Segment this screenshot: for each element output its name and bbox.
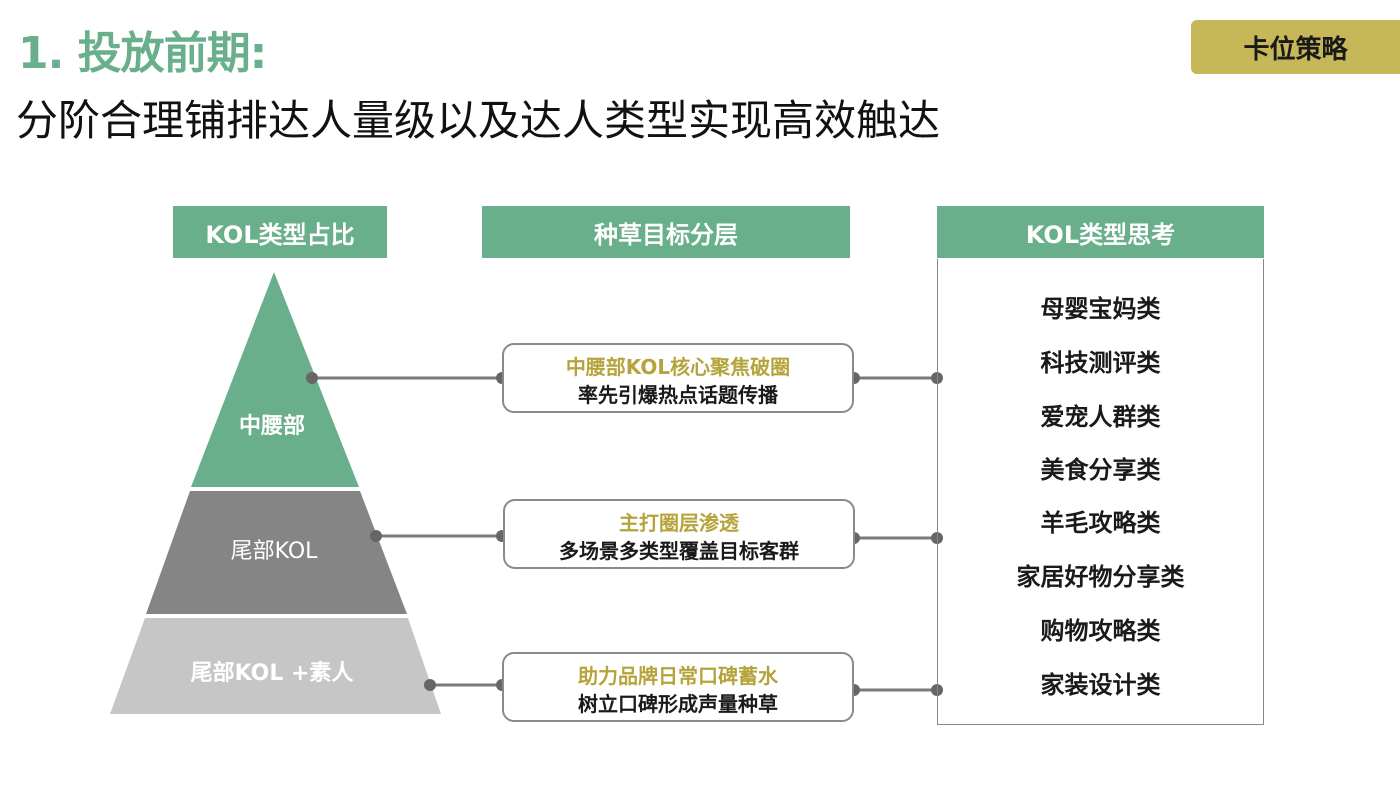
list-item: 羊毛攻略类 bbox=[1040, 509, 1161, 537]
connector-dot bbox=[306, 372, 318, 384]
list-item: 母婴宝妈类 bbox=[1040, 295, 1161, 323]
tier-label-bottom: 尾部KOL +素人 bbox=[190, 661, 354, 686]
kol-types-list: 母婴宝妈类 科技测评类 爱宠人群类 美食分享类 羊毛攻略类 家居好物分享类 购物… bbox=[937, 259, 1264, 725]
page-title: 1. 投放前期: bbox=[18, 28, 267, 79]
goal-subtitle: 率先引爆热点话题传播 bbox=[578, 383, 778, 407]
goal-box-2: 主打圈层渗透 多场景多类型覆盖目标客群 bbox=[503, 499, 855, 569]
goals-header: 种草目标分层 bbox=[482, 206, 850, 258]
connector-dot bbox=[370, 530, 382, 542]
tier-label-top: 中腰部 bbox=[238, 414, 305, 439]
strategy-badge: 卡位策略 bbox=[1191, 20, 1400, 74]
page-subtitle: 分阶合理铺排达人量级以及达人类型实现高效触达 bbox=[16, 96, 941, 145]
list-item: 爱宠人群类 bbox=[1040, 403, 1161, 431]
pyramid-tier-bottom bbox=[110, 618, 441, 714]
pyramid-tier-top bbox=[191, 272, 359, 487]
goal-subtitle: 多场景多类型覆盖目标客群 bbox=[559, 539, 799, 563]
goal-title: 助力品牌日常口碑蓄水 bbox=[578, 664, 778, 688]
connector-dot bbox=[424, 679, 436, 691]
goal-box-1: 中腰部KOL核心聚焦破圈 率先引爆热点话题传播 bbox=[502, 343, 854, 413]
list-item: 科技测评类 bbox=[1040, 349, 1161, 377]
goal-box-3: 助力品牌日常口碑蓄水 树立口碑形成声量种草 bbox=[502, 652, 854, 722]
pyramid-header: KOL类型占比 bbox=[173, 206, 387, 258]
tier-label-middle: 尾部KOL bbox=[230, 539, 318, 564]
list-item: 美食分享类 bbox=[1040, 456, 1161, 484]
pyramid-tier-middle bbox=[146, 491, 407, 614]
goal-title: 中腰部KOL核心聚焦破圈 bbox=[565, 355, 791, 379]
list-item: 家装设计类 bbox=[1040, 671, 1161, 699]
list-item: 购物攻略类 bbox=[1040, 617, 1161, 645]
list-item: 家居好物分享类 bbox=[1016, 563, 1185, 591]
goal-subtitle: 树立口碑形成声量种草 bbox=[578, 692, 778, 716]
goal-title: 主打圈层渗透 bbox=[619, 511, 739, 535]
types-header: KOL类型思考 bbox=[937, 206, 1264, 258]
